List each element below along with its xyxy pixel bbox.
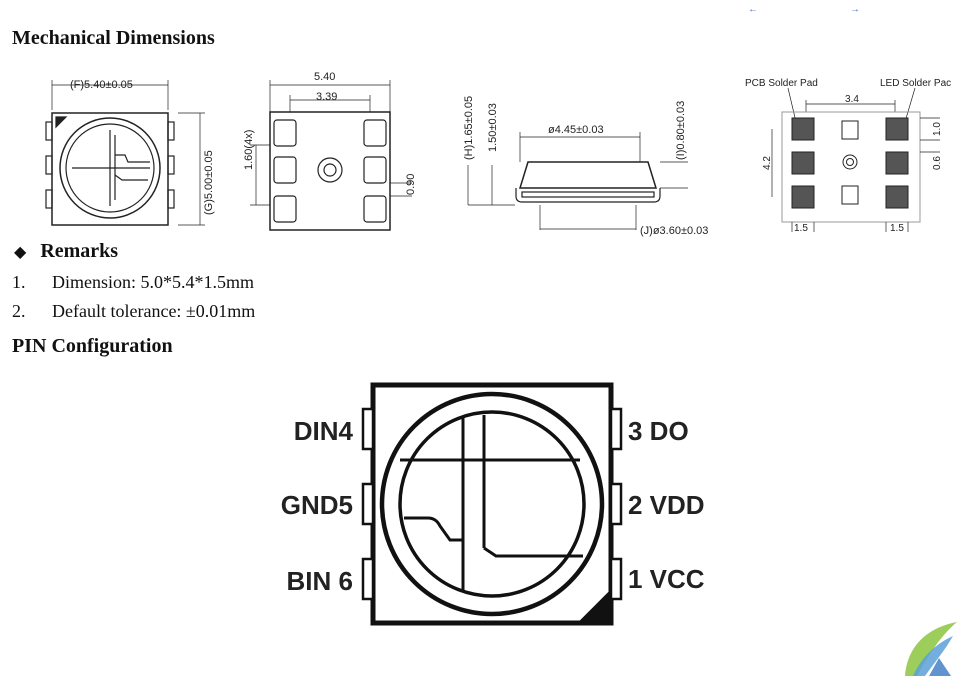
dim-0-6: 0.6 — [932, 156, 943, 170]
remark-number: 2. — [12, 301, 26, 321]
dim-g: (G)5.00±0.05 — [203, 150, 215, 215]
remark-item: 1. Dimension: 5.0*5.4*1.5mm — [12, 272, 254, 293]
scan-mark: ← — [748, 4, 758, 15]
dim-body: 1.50±0.03 — [487, 103, 499, 152]
dim-1-5-left: 1.5 — [794, 223, 808, 234]
remarks-title: ◆ Remarks — [14, 240, 118, 263]
dim-lens: ø4.45±0.03 — [548, 124, 604, 136]
mechanical-dimensions-title: Mechanical Dimensions — [12, 27, 215, 49]
dim-j: (J)ø3.60±0.03 — [640, 225, 708, 237]
dim-width: 5.40 — [314, 71, 335, 83]
remark-text: Dimension: 5.0*5.4*1.5mm — [52, 272, 254, 292]
dim-gap: 0.90 — [405, 174, 417, 195]
scan-mark: → — [850, 4, 860, 15]
side-view-drawing — [467, 132, 688, 230]
pcb-solder-pad-label: PCB Solder Pad — [745, 78, 818, 89]
dim-1-0: 1.0 — [932, 122, 943, 136]
dim-1-5-right: 1.5 — [890, 223, 904, 234]
pin-labels: DIN4 GND5 BIN 6 3 DO 2 VDD 1 VCC — [281, 416, 705, 596]
bottom-view-drawing — [250, 80, 412, 231]
mechanical-drawings: ← → (F)5.40±0.05 (G)5.00±0.05 — [45, 4, 951, 237]
remark-item: 2. Default tolerance: ±0.01mm — [12, 301, 255, 322]
dim-f: (F)5.40±0.05 — [70, 79, 133, 91]
pin-label-din4: DIN4 — [294, 416, 354, 446]
dim-inner: 3.39 — [316, 91, 337, 103]
pin-label-vcc: 1 VCC — [628, 564, 705, 594]
dim-h: (H)1.65±0.05 — [463, 96, 475, 160]
dim-3-4: 3.4 — [845, 94, 859, 105]
dim-4-2: 4.2 — [762, 156, 773, 170]
pin-label-bin6: BIN 6 — [287, 566, 353, 596]
dim-i: (I)0.80±0.03 — [675, 101, 687, 160]
pin-configuration-title: PIN Configuration — [12, 335, 173, 357]
brand-logo-icon — [905, 622, 957, 676]
solder-pad-drawing — [771, 87, 940, 232]
led-solder-pad-label: LED Solder Pac — [880, 78, 951, 89]
pin-label-do: 3 DO — [628, 416, 689, 446]
pin-label-vdd: 2 VDD — [628, 490, 705, 520]
diamond-bullet-icon: ◆ — [14, 244, 27, 261]
led-package — [361, 382, 623, 626]
top-view-drawing — [45, 80, 205, 226]
dim-pad: 1.60(4x) — [243, 130, 255, 170]
remark-number: 1. — [12, 272, 26, 292]
remark-text: Default tolerance: ±0.01mm — [52, 301, 256, 321]
pin-label-gnd5: GND5 — [281, 490, 353, 520]
remarks-title-text: Remarks — [40, 240, 119, 262]
